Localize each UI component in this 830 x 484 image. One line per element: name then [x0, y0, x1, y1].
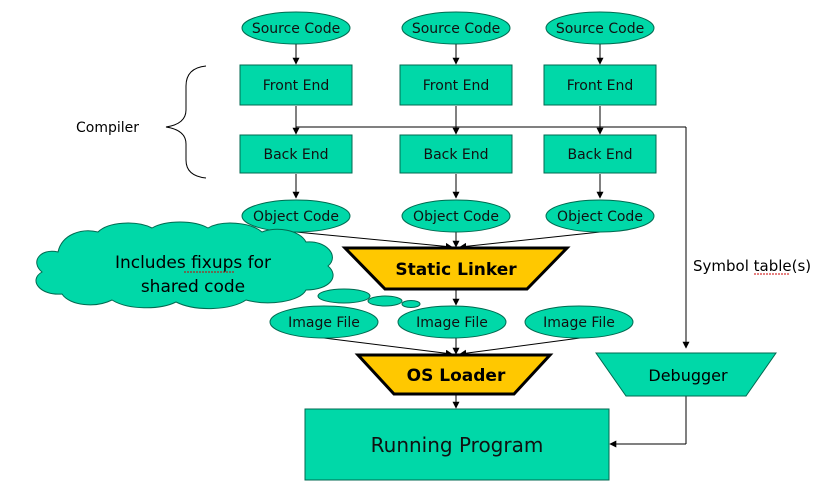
cloud-bubble [317, 288, 371, 304]
front-end-row: Front End Front End Front End [239, 64, 657, 106]
front-end-node [399, 64, 513, 106]
source-code-row: Source Code Source Code Source Code [241, 11, 655, 45]
source-code-label: Source Code [556, 21, 644, 37]
front-end-node [239, 64, 353, 106]
front-end-label: Front End [263, 78, 329, 94]
image-file-node [269, 305, 379, 339]
running-program-label: Running Program [371, 433, 544, 457]
image-file-node [524, 305, 634, 339]
source-code-label: Source Code [252, 21, 340, 37]
object-code-node [241, 199, 351, 233]
static-linker-node [341, 246, 571, 291]
compiler-brace [165, 65, 207, 179]
cloud-text-line2: shared code [141, 277, 245, 297]
back-end-row: Back End Back End Back End [239, 134, 657, 174]
back-end-label: Back End [567, 147, 632, 163]
object-code-label: Object Code [413, 209, 499, 225]
image-file-label: Image File [416, 315, 488, 331]
object-code-label: Object Code [557, 209, 643, 225]
cloud-bubble [367, 295, 403, 307]
back-end-node [239, 134, 353, 174]
os-loader-label: OS Loader [407, 366, 506, 386]
debugger-label: Debugger [648, 366, 728, 385]
image-file-row: Image File Image File Image File [269, 305, 634, 339]
object-code-label: Object Code [253, 209, 339, 225]
front-end-label: Front End [423, 78, 489, 94]
cloud-text-line1: Includes fixups for [115, 253, 271, 273]
cloud-bubble [401, 300, 421, 308]
source-code-label: Source Code [412, 21, 500, 37]
source-code-node [401, 11, 511, 45]
back-end-node [543, 134, 657, 174]
static-linker-label: Static Linker [395, 260, 517, 280]
image-file-node [397, 305, 507, 339]
running-program-node [304, 408, 610, 481]
front-end-label: Front End [567, 78, 633, 94]
os-loader-node [354, 353, 554, 396]
image-file-label: Image File [543, 315, 615, 331]
object-code-row: Object Code Object Code Object Code [241, 199, 655, 233]
fixups-cloud [35, 221, 421, 310]
back-end-label: Back End [423, 147, 488, 163]
source-code-node [241, 11, 351, 45]
front-end-node [543, 64, 657, 106]
source-code-node [545, 11, 655, 45]
back-end-node [399, 134, 513, 174]
connectors [292, 44, 690, 448]
symbol-table-label: Symbol table(s) [693, 257, 811, 275]
object-code-node [545, 199, 655, 233]
object-code-node [401, 199, 511, 233]
debugger-node [595, 352, 777, 397]
back-end-label: Back End [263, 147, 328, 163]
image-file-label: Image File [288, 315, 360, 331]
compiler-label: Compiler [76, 120, 139, 136]
